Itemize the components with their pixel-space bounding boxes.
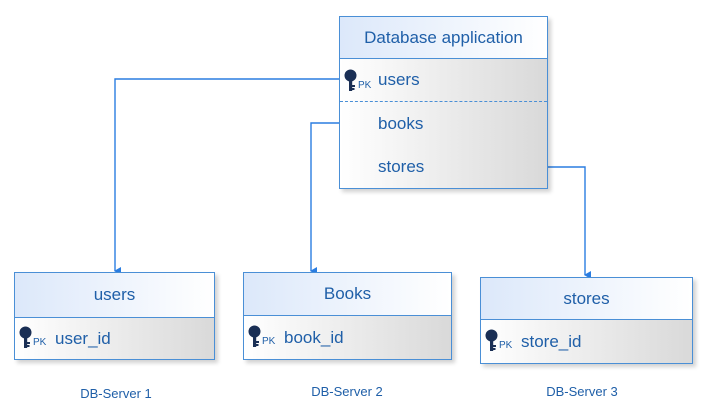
row-label: book_id [284, 327, 344, 347]
entity-title: Database application [340, 17, 547, 59]
entity-body: PK book_id [244, 316, 451, 359]
server-caption: DB-Server 3 [546, 384, 618, 399]
entity-row-users: PK users [340, 59, 547, 102]
entity-row-books: books [340, 102, 547, 146]
key-icon [344, 69, 357, 91]
server-caption: DB-Server 2 [311, 384, 383, 399]
database-application-entity: Database application PK users books stor… [339, 16, 548, 189]
row-label: books [378, 114, 424, 133]
primary-key-marker: PK [19, 326, 46, 350]
key-icon [485, 329, 498, 351]
entity-row-stores: stores [340, 146, 547, 188]
entity-row-book-id: PK book_id [244, 316, 451, 359]
row-label: user_id [55, 328, 111, 348]
connector-books [310, 122, 339, 275]
entity-body: PK user_id [15, 318, 214, 359]
row-label: store_id [521, 331, 582, 351]
entity-row-store-id: PK store_id [481, 320, 692, 363]
key-icon [19, 326, 32, 348]
primary-key-marker: PK [485, 329, 512, 353]
server-caption: DB-Server 1 [80, 386, 152, 401]
entity-row-user-id: PK user_id [15, 318, 214, 359]
stores-entity: stores PK store_id [480, 277, 693, 364]
entity-body: PK users books stores [340, 59, 547, 188]
entity-body: PK store_id [481, 320, 692, 363]
entity-title: stores [481, 278, 692, 320]
books-entity: Books PK book_id [243, 272, 452, 360]
key-icon [248, 325, 261, 347]
entity-title: users [15, 273, 214, 318]
row-label: stores [378, 157, 425, 176]
primary-key-marker: PK [344, 69, 371, 93]
entity-title: Books [244, 273, 451, 316]
users-entity: users PK user_id [14, 272, 215, 360]
connector-users [114, 78, 339, 275]
primary-key-marker: PK [248, 325, 275, 349]
connector-stores [548, 166, 591, 279]
row-label: users [378, 70, 420, 89]
